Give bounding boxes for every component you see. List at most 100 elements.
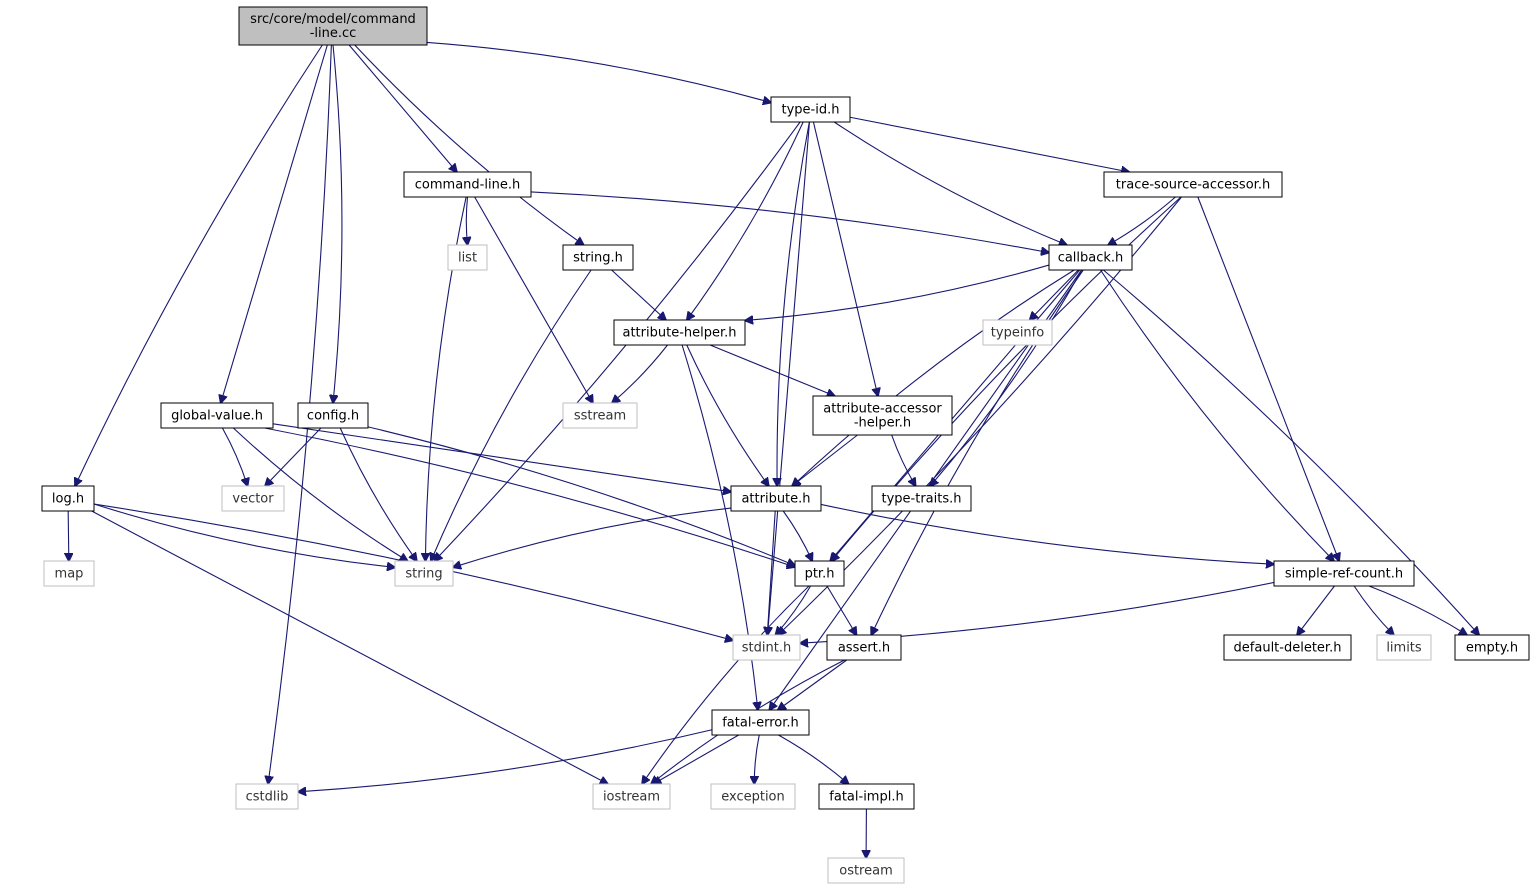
edge-root-to-config [333,44,343,403]
node-label-limits: limits [1386,641,1422,656]
edge-config-to-string [339,427,417,561]
node-box-fatalimpl [818,783,915,810]
node-defdeleter[interactable]: default-deleter.h [1223,634,1352,661]
node-typetraits[interactable]: type-traits.h [871,485,972,512]
node-label-attraccessor: -helper.h [854,416,911,431]
edge-callback-to-typetraits [930,269,1083,486]
edge-fatalerror-to-fatalimpl [778,734,848,784]
edge-attribute-to-string [453,507,732,567]
edges [68,41,1479,858]
node-tracesrc[interactable]: trace-source-accessor.h [1103,171,1283,198]
node-root[interactable]: src/core/model/command-line.cc [238,6,428,46]
node-label-vector: vector [232,492,274,507]
node-attribute[interactable]: attribute.h [730,485,822,512]
node-box-logh [41,485,95,512]
node-label-typetraits: type-traits.h [882,492,962,507]
node-string: string [394,560,454,587]
edge-ptr-to-iostream [642,585,810,784]
node-ptr[interactable]: ptr.h [794,560,845,587]
edge-callback-to-simpleref [1100,269,1334,561]
edge-logh-to-map [68,510,69,561]
node-iostream: iostream [592,783,671,810]
edge-ptr-to-assert [826,585,856,635]
node-label-callback: callback.h [1058,251,1124,266]
node-label-map: map [55,567,84,582]
node-box-typeid [770,96,851,123]
edge-fatalerror-to-exception [754,734,760,784]
node-fatalimpl[interactable]: fatal-impl.h [818,783,915,810]
edge-cmdline-to-list [466,196,467,245]
edge-callback-to-assert [871,269,1084,635]
node-label-simpleref: simple-ref-count.h [1285,567,1403,582]
node-assert[interactable]: assert.h [826,634,902,661]
node-box-stdint [732,634,801,661]
node-config[interactable]: config.h [297,402,369,429]
node-box-attrhelper [613,319,746,346]
edge-logh-to-string [93,503,395,567]
edge-assert-to-fatalerror [778,659,848,710]
node-box-tracesrc [1103,171,1283,198]
edge-attribute-to-stdint [767,510,776,635]
node-label-config: config.h [307,409,359,424]
node-box-string [394,560,454,587]
edge-attrhelper-to-attraccessor [709,344,835,396]
node-label-attraccessor: attribute-accessor [823,402,942,417]
node-box-iostream [592,783,671,810]
edge-typeid-to-tracesrc [849,116,1129,172]
edge-typeid-to-attraccessor [812,121,877,396]
node-cstdlib: cstdlib [235,783,299,810]
node-box-ptr [794,560,845,587]
edge-callback-to-empty [1103,269,1479,635]
edge-root-to-globalvalue [221,44,328,403]
node-label-root: src/core/model/command [250,12,416,27]
node-globalvalue[interactable]: global-value.h [160,402,274,429]
edge-typeid-to-string [434,121,801,561]
node-box-typeinfo [982,319,1053,346]
node-label-ostream: ostream [839,864,893,879]
node-cmdline[interactable]: command-line.h [403,171,532,198]
node-box-callback [1048,244,1133,271]
edge-tracesrc-to-callback [1108,196,1176,245]
edge-simpleref-to-defdeleter [1297,585,1335,635]
node-label-root: -line.cc [310,26,357,41]
node-label-empty: empty.h [1466,641,1518,656]
edge-tracesrc-to-simpleref [1197,196,1339,561]
node-box-vector [221,485,285,512]
node-limits: limits [1376,634,1432,661]
node-sstream: sstream [562,402,638,429]
edge-fatalerror-to-iostream [653,734,739,784]
edge-callback-to-ptr [830,269,1081,561]
node-box-map [43,560,95,587]
node-simpleref[interactable]: simple-ref-count.h [1273,560,1415,587]
edge-cmdline-to-sstream [474,196,593,403]
node-box-ostream [827,857,905,884]
node-list: list [447,244,488,271]
node-stringh[interactable]: string.h [562,244,634,271]
node-label-typeid: type-id.h [782,103,840,118]
node-logh[interactable]: log.h [41,485,95,512]
edge-attrhelper-to-sstream [612,344,668,403]
node-label-list: list [458,251,477,266]
node-callback[interactable]: callback.h [1048,244,1133,271]
node-label-attribute: attribute.h [741,492,810,507]
node-label-ptr: ptr.h [805,567,835,582]
edge-ptr-to-stdint [775,585,812,635]
node-attrhelper[interactable]: attribute-helper.h [613,319,746,346]
edge-attribute-to-simpleref [820,503,1274,564]
edge-config-to-vector [265,427,322,486]
node-box-typetraits [871,485,972,512]
edge-typeid-to-callback [833,121,1067,245]
edge-typeid-to-attribute [777,121,810,486]
node-label-typeinfo: typeinfo [991,326,1044,341]
node-typeid[interactable]: type-id.h [770,96,851,123]
node-fatalerror[interactable]: fatal-error.h [711,709,810,736]
node-attraccessor[interactable]: attribute-accessor-helper.h [812,395,953,436]
node-ostream: ostream [827,857,905,884]
node-map: map [43,560,95,587]
edge-logh-to-iostream [91,510,608,784]
edge-root-to-stringh [354,44,584,245]
node-box-exception [710,783,796,810]
node-empty[interactable]: empty.h [1454,634,1530,661]
edge-cmdline-to-callback [530,191,1049,253]
